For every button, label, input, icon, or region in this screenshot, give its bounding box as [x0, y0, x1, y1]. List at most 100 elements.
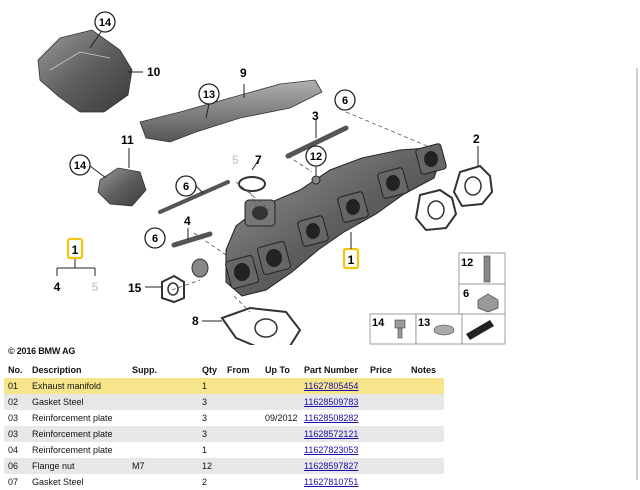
heat-shield-part [37, 29, 133, 113]
exploded-view-diagram: 14 10 9 13 6 3 2 11 5 7 12 14 6 4 1 6 1 … [37, 11, 506, 345]
cell-price [366, 474, 407, 490]
callout-9-label: 9 [240, 66, 247, 80]
part-number-link[interactable]: 11627805454 [304, 381, 359, 391]
callout-6-mid [175, 175, 197, 197]
cell-from [223, 442, 261, 458]
callout-1-label: 1 [72, 243, 79, 257]
part-number-link[interactable]: 11628597827 [304, 461, 359, 471]
heat-shield-long-part [139, 79, 323, 143]
callout-6-mid-label: 6 [183, 181, 189, 193]
callout-15-label: 15 [128, 281, 142, 295]
cell-price [366, 426, 407, 442]
cell-no: 03 [4, 426, 28, 442]
cell-notes [407, 410, 444, 426]
cell-from [223, 394, 261, 410]
cell-notes [407, 378, 444, 394]
cell-supp [128, 410, 198, 426]
legend-13-label: 13 [418, 317, 430, 329]
cell-supp [128, 378, 198, 394]
callout-8-label: 8 [192, 314, 199, 328]
callout-13-label: 13 [203, 89, 215, 101]
cell-no: 07 [4, 474, 28, 490]
cell-qty: 12 [198, 458, 223, 474]
cell-no: 06 [4, 458, 28, 474]
callout-4-label: 4 [184, 214, 191, 228]
cell-supp: M7 [128, 458, 198, 474]
parts-diagram[interactable]: 14 10 9 13 6 3 2 11 5 7 12 14 6 4 1 6 1 … [0, 0, 510, 345]
callout-14-left [69, 154, 91, 176]
cell-upto [261, 394, 300, 410]
callout-14 [94, 11, 116, 33]
callout-4-tree-label: 4 [54, 280, 61, 294]
cell-upto [261, 378, 300, 394]
copyright-text: © 2016 BMW AG [8, 346, 76, 356]
cell-no: 03 [4, 410, 28, 426]
cell-part: 11628508282 [300, 410, 366, 426]
callout-5-tree-label: 5 [92, 280, 99, 294]
callout-14-label: 14 [99, 17, 112, 29]
bolt-icon [394, 319, 406, 329]
col-header-description: Description [32, 364, 82, 375]
cell-part: 11628572121 [300, 426, 366, 442]
part-number-link[interactable]: 11627823053 [304, 445, 359, 455]
col-header-no: No. [8, 364, 23, 375]
cell-supp [128, 394, 198, 410]
part-number-link[interactable]: 11628509783 [304, 397, 359, 407]
callout-1-right-label: 1 [348, 253, 355, 267]
gasket-part [414, 188, 458, 232]
bracket-part [97, 167, 147, 207]
cell-description: Reinforcement plate [28, 442, 128, 458]
col-header-price: Price [370, 364, 393, 375]
part-number-link[interactable]: 11628508282 [304, 413, 359, 423]
cell-notes [407, 426, 444, 442]
cell-qty: 3 [198, 410, 223, 426]
callout-12-label: 12 [310, 151, 322, 163]
cell-from [223, 474, 261, 490]
callout-12 [305, 145, 327, 167]
part-number-link[interactable]: 11628572121 [304, 429, 359, 439]
cell-price [366, 410, 407, 426]
callout-6 [334, 89, 356, 111]
stud-icon [483, 255, 491, 283]
parts-table: No. Description Supp. Qty From Up To Par… [4, 361, 444, 490]
cell-upto [261, 458, 300, 474]
cell-description: Reinforcement plate [28, 426, 128, 442]
flange-nut-icon [477, 293, 499, 313]
cell-from [223, 426, 261, 442]
cell-description: Gasket Steel [28, 394, 128, 410]
cell-upto [261, 442, 300, 458]
cell-description: Flange nut [28, 458, 128, 474]
table-header-row: No. Description Supp. Qty From Up To Par… [4, 361, 444, 378]
cell-description: Reinforcement plate [28, 410, 128, 426]
cell-from [223, 378, 261, 394]
cell-part: 11627823053 [300, 442, 366, 458]
cell-description: Exhaust manifold [28, 378, 128, 394]
cell-upto: 09/2012 [261, 410, 300, 426]
callout-2-label: 2 [473, 132, 480, 146]
cell-from [223, 410, 261, 426]
cell-description: Gasket Steel [28, 474, 128, 490]
cell-from [223, 458, 261, 474]
cell-price [366, 394, 407, 410]
cell-qty: 3 [198, 426, 223, 442]
cell-price [366, 378, 407, 394]
gasket-8-part [220, 306, 302, 345]
cell-upto [261, 426, 300, 442]
cell-part: 11627810751 [300, 474, 366, 490]
cell-part: 11628597827 [300, 458, 366, 474]
cell-qty: 1 [198, 442, 223, 458]
part-number-link[interactable]: 11627810751 [304, 477, 359, 487]
cell-no: 04 [4, 442, 28, 458]
cell-supp [128, 474, 198, 490]
cell-no: 01 [4, 378, 28, 394]
col-header-qty: Qty [202, 364, 218, 375]
vertical-scrollbar[interactable] [636, 68, 638, 480]
